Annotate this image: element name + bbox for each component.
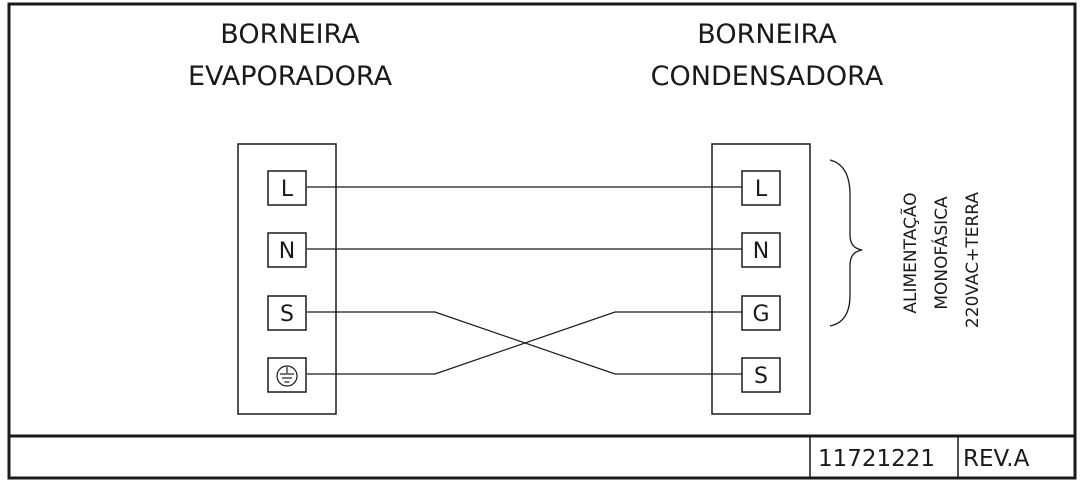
right-terminal-l-label: L xyxy=(755,177,768,202)
right-terminal-s-box xyxy=(741,357,781,393)
left-terminal-s-label: S xyxy=(280,302,294,327)
supply-note-line3: 220VAC+TERRA xyxy=(963,192,983,328)
supply-brace xyxy=(829,159,863,327)
right-block-title-line2: CONDENSADORA xyxy=(651,61,884,92)
drawing-frame xyxy=(7,2,1077,480)
earth-ground-icon xyxy=(276,365,298,387)
left-terminal-l-label: L xyxy=(281,177,294,202)
left-terminal-l-box xyxy=(267,170,307,206)
revision-label: REV.A xyxy=(963,446,1030,472)
right-terminal-g-label: G xyxy=(752,302,769,327)
wire-ground-to-g xyxy=(307,311,742,375)
part-number: 11721221 xyxy=(818,446,935,472)
left-terminal-ground-box xyxy=(267,357,307,393)
right-terminal-l-box xyxy=(741,170,781,206)
left-block-title-line1: BORNEIRA xyxy=(220,19,360,50)
condenser-terminal-block xyxy=(711,143,811,415)
right-block-title-line1: BORNEIRA xyxy=(697,19,837,50)
left-terminal-n-label: N xyxy=(279,239,295,264)
right-terminal-n-box xyxy=(741,232,781,268)
left-block-title-line2: EVAPORADORA xyxy=(188,61,393,92)
supply-note-line2: MONOFÁSICA xyxy=(930,196,952,310)
right-terminal-n-label: N xyxy=(753,239,769,264)
right-terminal-g-box xyxy=(741,295,781,331)
evaporator-terminal-block xyxy=(237,143,337,415)
supply-note-line1: ALIMENTAÇÃO xyxy=(899,192,921,313)
left-terminal-s-box xyxy=(267,295,307,331)
right-terminal-s-label: S xyxy=(754,364,768,389)
left-terminal-n-box xyxy=(267,232,307,268)
